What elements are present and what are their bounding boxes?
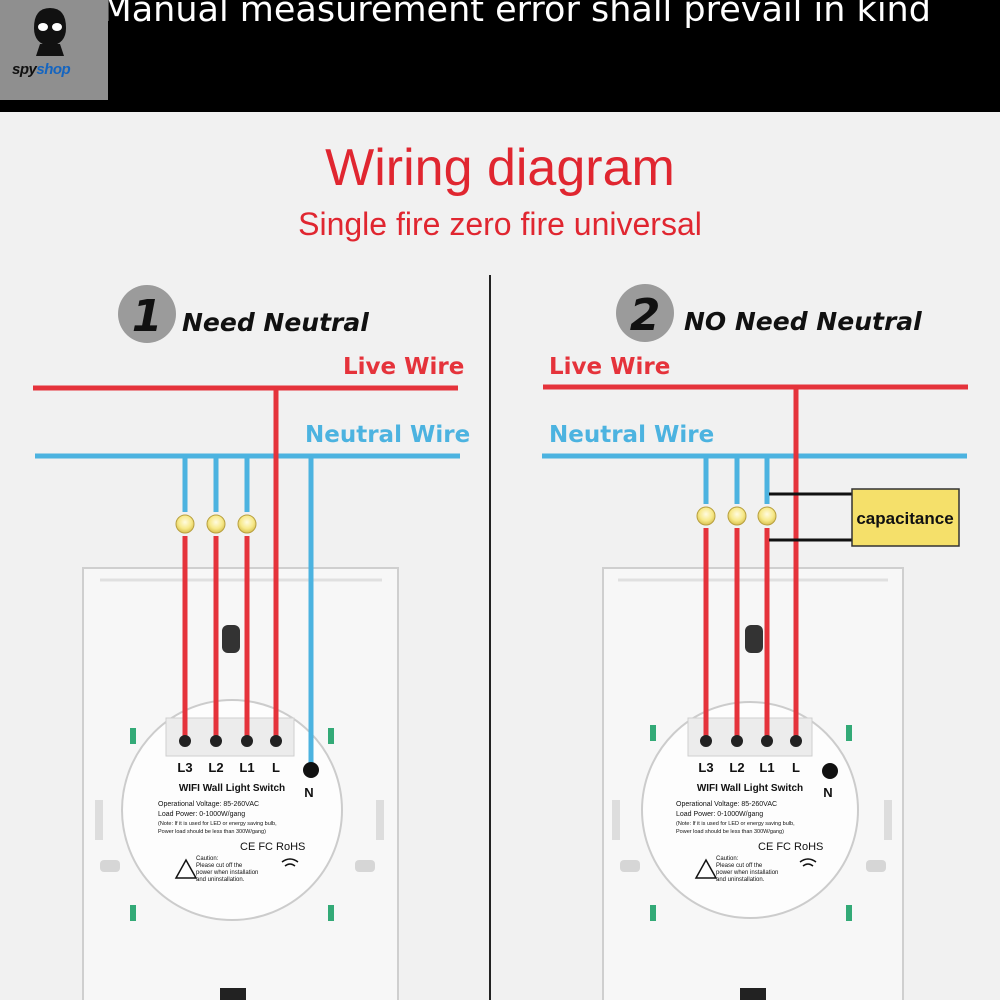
- svg-text:power when installation: power when installation: [196, 870, 258, 876]
- svg-text:Power load should be less than: Power load should be less than 300W/gang…: [676, 829, 784, 835]
- svg-text:L1: L1: [239, 760, 254, 775]
- module-label-1: WIFI Wall Light Switch Operational Volta…: [158, 783, 305, 883]
- svg-text:Load Power: 0-1000W/gang: Load Power: 0-1000W/gang: [676, 811, 763, 818]
- terminal-labels-1: L3 L2 L1 L N: [177, 760, 313, 800]
- capacitance-label: capacitance: [856, 509, 953, 528]
- svg-text:Please cut off the: Please cut off the: [716, 863, 763, 869]
- step-badge-2: [616, 284, 674, 342]
- step-number-1: 1: [132, 291, 163, 342]
- live-label-1: Live Wire: [343, 354, 464, 380]
- plate-clip-1: [222, 625, 240, 653]
- svg-text:Please cut off the: Please cut off the: [196, 863, 243, 869]
- svg-text:Operational Voltage: 85-260VAC: Operational Voltage: 85-260VAC: [676, 801, 777, 808]
- svg-text:and uninstallation.: and uninstallation.: [196, 877, 245, 883]
- load-wires-1: [182, 456, 250, 740]
- svg-text:power when installation: power when installation: [716, 870, 778, 876]
- panel-need-neutral: 1 Need Neutral WIFI Wall Light Switch Op…: [33, 285, 470, 1000]
- caution-icon-2: [694, 858, 718, 879]
- neutral-label-1: Neutral Wire: [305, 422, 470, 448]
- svg-text:L2: L2: [208, 760, 223, 775]
- svg-text:L2: L2: [729, 760, 744, 775]
- wifi-icon-1: [281, 858, 299, 867]
- panel-heading-2: NO Need Neutral: [684, 307, 922, 336]
- svg-text:WIFI Wall Light Switch: WIFI Wall Light Switch: [697, 783, 803, 794]
- load-wires-2: [703, 456, 770, 740]
- svg-text:L1: L1: [759, 760, 774, 775]
- logo-text: spyshop: [12, 61, 71, 78]
- wifi-icon-2: [799, 858, 817, 867]
- n-terminal-1: [303, 762, 319, 778]
- terminals-1: [179, 735, 319, 778]
- svg-text:Load Power: 0-1000W/gang: Load Power: 0-1000W/gang: [158, 811, 245, 818]
- svg-text:(Note: If it is used for LED o: (Note: If it is used for LED or energy s…: [158, 821, 277, 827]
- svg-text:Power load should be less than: Power load should be less than 300W/gang…: [158, 829, 266, 835]
- step-number-2: 2: [630, 290, 661, 341]
- svg-text:WIFI Wall Light Switch: WIFI Wall Light Switch: [179, 783, 285, 794]
- spyshop-logo: spyshop: [0, 0, 108, 100]
- bulb-icons-2: [696, 506, 777, 526]
- svg-text:N: N: [304, 785, 313, 800]
- svg-text:CE FC RoHS: CE FC RoHS: [758, 841, 823, 853]
- svg-text:N: N: [823, 785, 832, 800]
- panel-no-need-neutral: 2 NO Need Neutral WIFI Wall Light Switch…: [542, 284, 968, 1000]
- terminals-2: [700, 735, 838, 779]
- measurement-note: *Manual measurement error shall prevail …: [84, 0, 931, 30]
- svg-text:Operational Voltage: 85-260VAC: Operational Voltage: 85-260VAC: [158, 801, 259, 808]
- neutral-label-2: Neutral Wire: [549, 422, 714, 448]
- svg-text:(Note: If it is used for LED o: (Note: If it is used for LED or energy s…: [676, 821, 795, 827]
- caution-icon-1: [174, 858, 198, 879]
- capacitance-box: [851, 488, 960, 547]
- svg-text:L3: L3: [698, 760, 713, 775]
- panel-heading-1: Need Neutral: [182, 308, 369, 337]
- svg-text:L: L: [792, 760, 800, 775]
- diagram-subtitle: Single fire zero fire universal: [298, 206, 702, 242]
- spy-mascot-icon: [34, 8, 66, 56]
- svg-text:Caution:: Caution:: [196, 856, 219, 862]
- top-banner: *Manual measurement error shall prevail …: [0, 0, 1000, 112]
- plate-clip-2: [745, 625, 763, 653]
- step-badge-1: [118, 285, 176, 343]
- n-terminal-2: [822, 763, 838, 779]
- svg-text:L3: L3: [177, 760, 192, 775]
- svg-text:Caution:: Caution:: [716, 856, 739, 862]
- svg-text:and uninstallation.: and uninstallation.: [716, 877, 765, 883]
- bulb-icons-1: [175, 514, 257, 534]
- live-label-2: Live Wire: [549, 354, 670, 380]
- svg-text:CE FC RoHS: CE FC RoHS: [240, 841, 305, 853]
- svg-text:L: L: [272, 760, 280, 775]
- diagram-title: Wiring diagram: [325, 139, 675, 197]
- module-label-2: WIFI Wall Light Switch Operational Volta…: [676, 783, 823, 883]
- terminal-labels-2: L3 L2 L1 L N: [698, 760, 832, 800]
